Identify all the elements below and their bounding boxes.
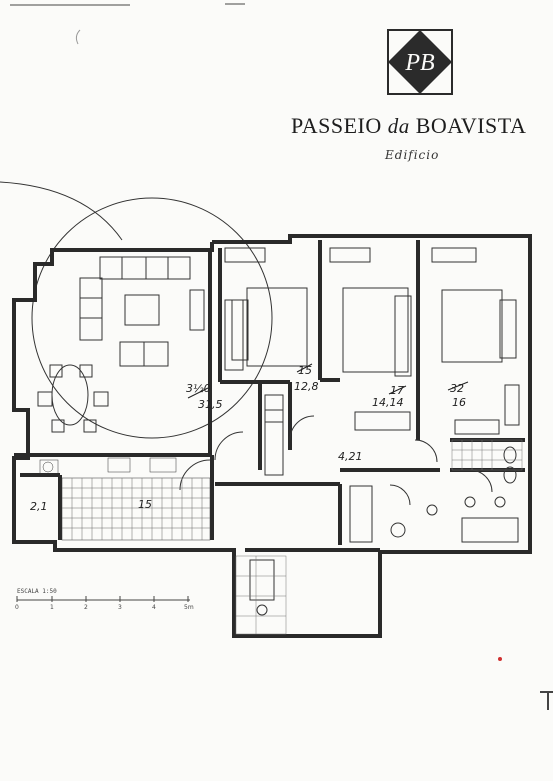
logo-letters: PB: [404, 50, 435, 76]
brand-name: PASSEIO da BOAVISTA: [291, 113, 526, 139]
strikethroughs: [187, 363, 469, 399]
living-furniture: [37, 256, 205, 433]
scale-tick-2: 2: [84, 604, 88, 611]
scale-tick-3: 3: [118, 604, 122, 611]
laundry-area: 2,1: [30, 500, 48, 513]
bedroom2-area: 14,14: [372, 396, 404, 409]
bath-tiles: [235, 439, 523, 635]
brand-name-part2: da: [387, 114, 410, 138]
scale-tick-1: 1: [50, 604, 54, 611]
bedroom1-area: 12,8: [294, 380, 319, 393]
bedroom-furniture: [224, 247, 520, 476]
scale-tick-5: 5m: [184, 604, 194, 611]
bathrooms: [249, 446, 519, 616]
scale-tick-4: 4: [152, 604, 156, 611]
brand-name-part1: PASSEIO: [291, 113, 388, 138]
scale-bar: [16, 596, 190, 602]
bedroom3-area: 16: [452, 396, 466, 409]
bedroom3-old-area: 32: [450, 382, 464, 395]
brand-name-part3: BOAVISTA: [409, 113, 527, 138]
red-dot: [498, 657, 502, 661]
scale-label: ESCALA 1:50: [17, 588, 57, 595]
bedroom2-old-area: 17: [390, 384, 404, 397]
kitchen-area: 15: [138, 498, 152, 511]
scan-artifacts: [10, 3, 553, 710]
logo-emblem: PB: [387, 29, 453, 95]
door-swings: [179, 415, 493, 506]
living-area: 31,5: [198, 398, 223, 411]
walls: [12, 234, 532, 638]
kitchen-tiles: [39, 457, 211, 541]
radius-circles: [0, 181, 273, 439]
brand-subtitle: Edificio: [385, 148, 440, 162]
hall-area: 4,21: [338, 450, 363, 463]
bedroom1-old-area: 15: [298, 364, 312, 377]
living-old-area: 3½0: [186, 382, 211, 395]
scale-tick-0: 0: [15, 604, 19, 611]
